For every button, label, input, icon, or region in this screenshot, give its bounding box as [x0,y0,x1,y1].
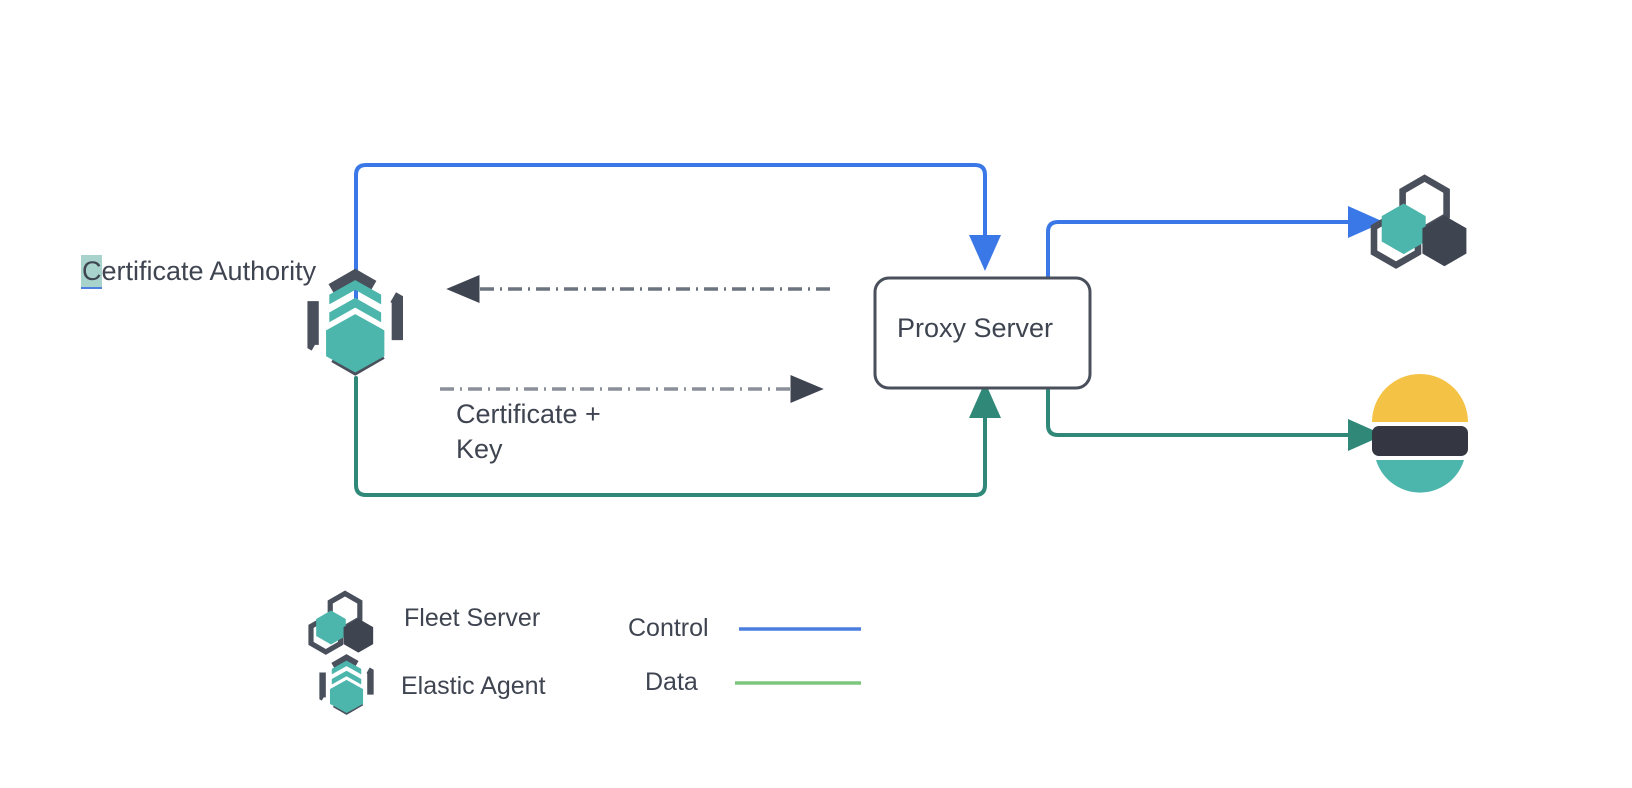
node-proxy-server[interactable] [873,276,1092,390]
legend-item-fleet-server-label: Fleet Server [404,604,541,632]
certificate-authority-label-rest: ertificate Authority [101,256,317,286]
edge-control-agent-to-proxy [354,163,1001,302]
certificate-authority-label-selected-char: C [81,255,102,289]
legend-item-data-label: Data [645,668,698,696]
certificate-key-line-1: Certificate + [456,399,601,429]
certificate-key-edge-label: Certificate + Key [456,397,716,466]
legend-item-control-label: Control [628,614,709,642]
elasticsearch-icon [1372,374,1468,493]
legend-fleet-server-icon [308,590,374,655]
legend-item-elastic-agent-label: Elastic Agent [401,672,546,700]
certificate-key-line-2: Key [456,433,503,464]
fleet-server-icon [1370,174,1467,269]
proxy-server-label: Proxy Server [897,313,1054,343]
edge-data-agent-to-proxy [354,376,1001,497]
certificate-authority-label: Certificate Authority [81,255,317,289]
legend-elastic-agent-icon [319,654,374,715]
edge-control-proxy-to-fleet [1046,206,1384,280]
edge-data-proxy-to-elasticsearch [1046,386,1384,451]
elastic-agent-icon [307,268,404,376]
